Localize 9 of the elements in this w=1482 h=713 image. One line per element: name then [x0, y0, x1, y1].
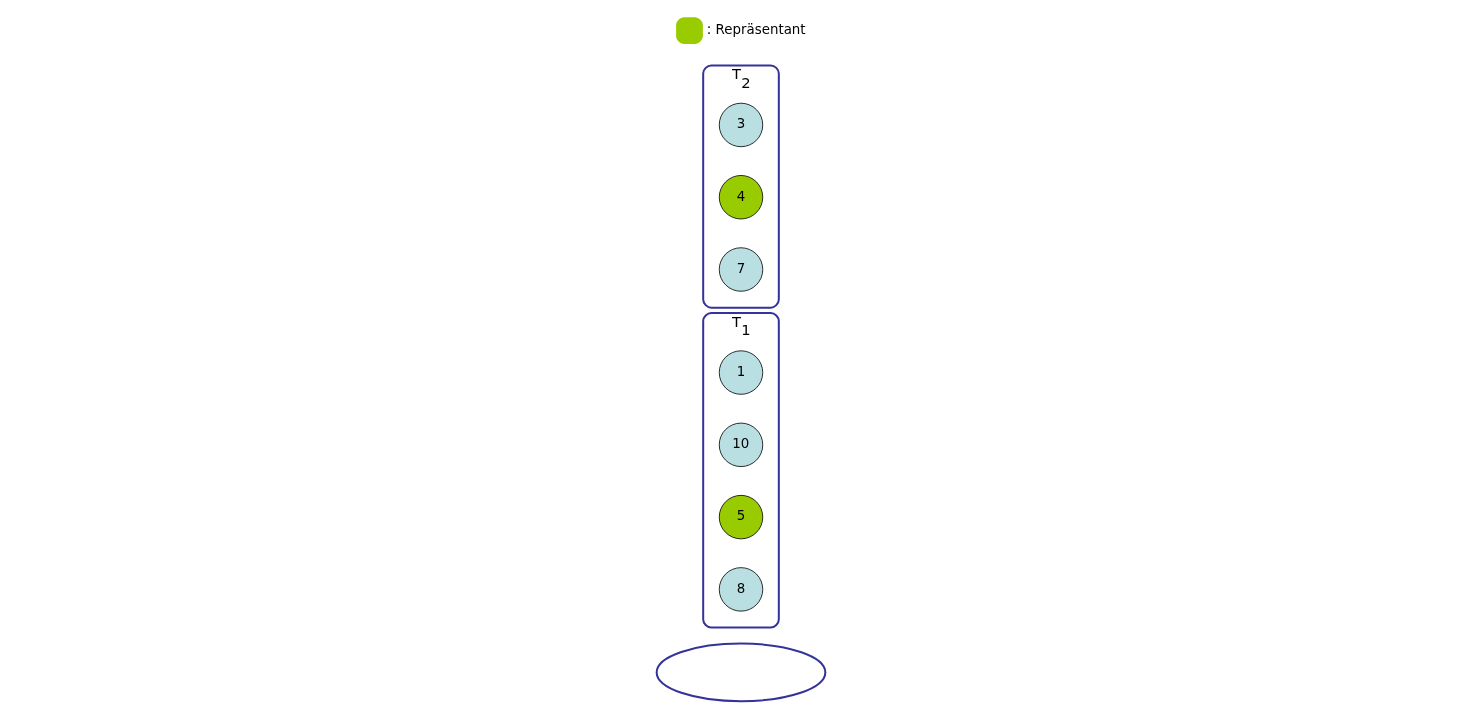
node-circle: 8 — [718, 567, 764, 612]
node-ellipse — [655, 642, 827, 703]
node-circle: 4 — [718, 175, 764, 220]
node-circle: 10 — [718, 422, 764, 467]
node-circle: 7 — [718, 247, 764, 292]
node-circle: 5 — [718, 494, 764, 540]
node-circle: 3 — [718, 102, 764, 148]
node-circle: 1 — [718, 350, 764, 395]
legend-label: : Repräsentant — [706, 21, 806, 37]
